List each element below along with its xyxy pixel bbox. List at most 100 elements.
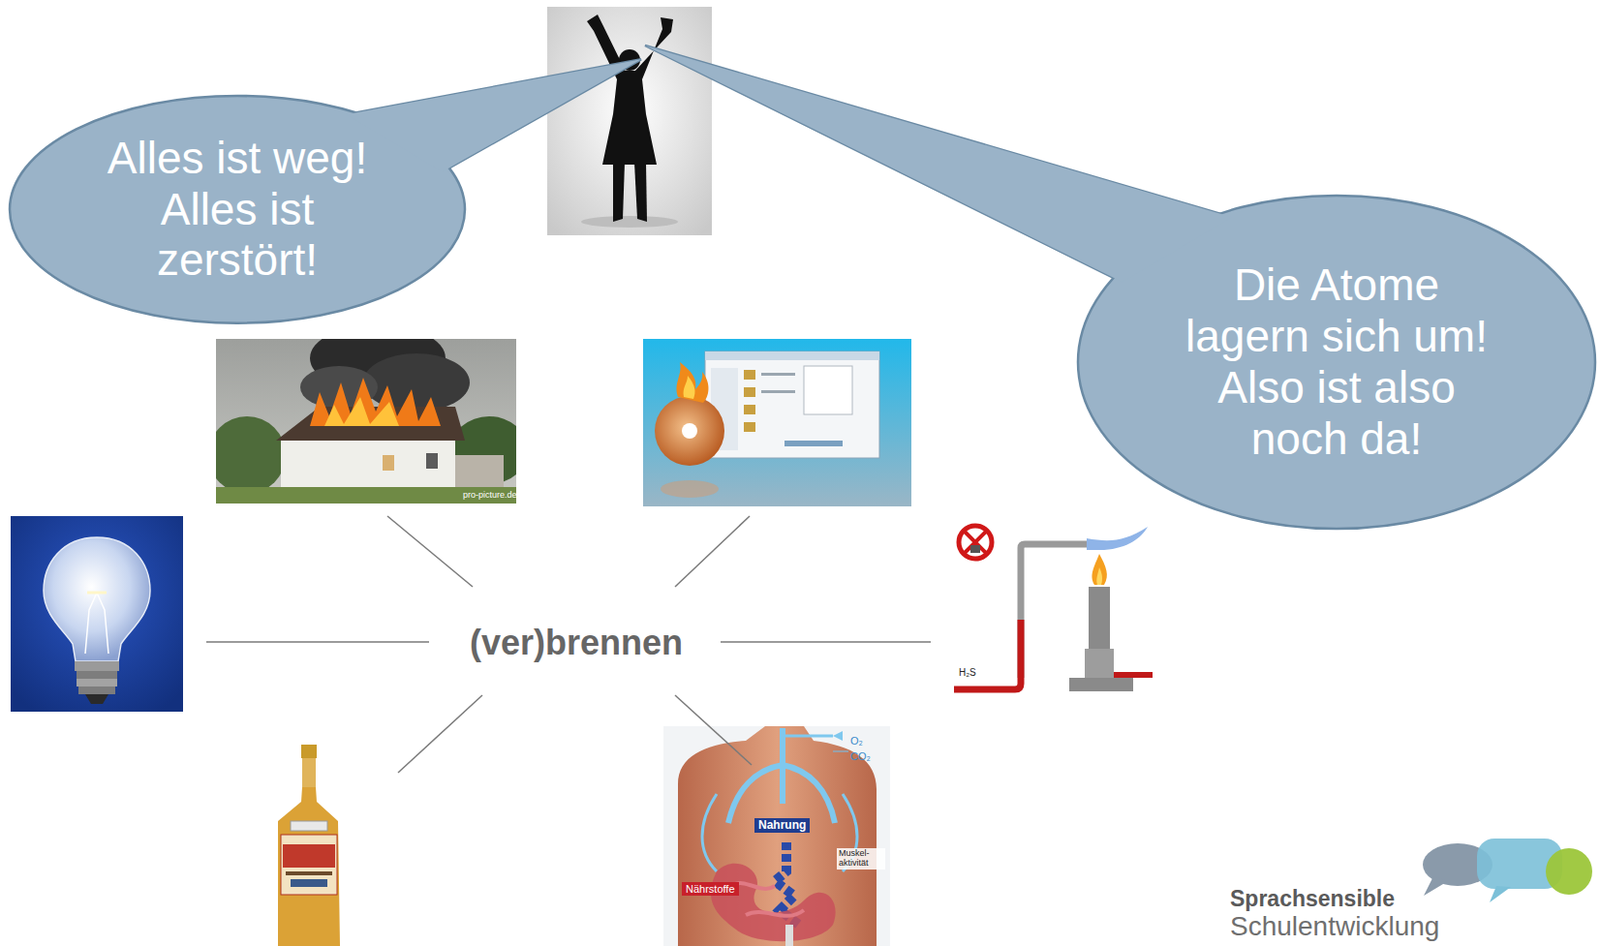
cd-burning-screenshot-part bbox=[705, 351, 880, 361]
silhouette-figure-part bbox=[547, 6, 712, 236]
cd-burning-screenshot-part bbox=[643, 338, 912, 507]
bunsen-burner-diagram-part bbox=[1069, 677, 1134, 692]
logo-icons-part bbox=[1545, 848, 1593, 895]
cd-burning-screenshot-part bbox=[761, 372, 796, 376]
house-fire-photo-part bbox=[280, 440, 456, 490]
cd-burning-screenshot-part bbox=[761, 390, 796, 394]
house-fire-photo-part bbox=[215, 487, 517, 504]
leader-line bbox=[675, 516, 750, 587]
house-fire-photo-part bbox=[455, 455, 504, 490]
leader-line bbox=[206, 641, 430, 644]
house-fire-photo-part bbox=[382, 455, 395, 471]
human-body-illustration-part bbox=[702, 794, 858, 872]
watermark: pro-picture.de bbox=[462, 491, 518, 501]
human-body-illustration-part bbox=[663, 726, 891, 946]
light-bulb-photo-part bbox=[76, 678, 118, 687]
human-body-illustration-part bbox=[731, 883, 804, 917]
leader-line bbox=[720, 641, 931, 644]
bubble-tail-join bbox=[346, 59, 642, 172]
bunsen-burner-diagram bbox=[953, 525, 1153, 692]
logo-icons bbox=[1422, 838, 1593, 903]
human-body-illustration bbox=[663, 726, 891, 946]
cd-burning-screenshot-part bbox=[705, 351, 880, 459]
cd-burning-screenshot-part bbox=[654, 396, 725, 466]
liquor-bottle-photo-part bbox=[282, 844, 336, 868]
cd-burning-screenshot bbox=[643, 338, 912, 507]
liquor-bottle-photo-part bbox=[290, 879, 328, 888]
logo-icons-part bbox=[1489, 886, 1511, 903]
liquor-bottle-photo-part bbox=[290, 821, 328, 831]
bunsen-burner-diagram-part bbox=[1020, 544, 1087, 678]
cd-burning-screenshot-part bbox=[784, 440, 843, 447]
cd-burning-screenshot-part bbox=[803, 366, 853, 415]
bunsen-burner-diagram-part bbox=[1088, 586, 1110, 649]
bunsen-burner-diagram-part bbox=[1084, 648, 1114, 678]
leader-line bbox=[675, 695, 752, 766]
human-body-illustration-part bbox=[832, 750, 849, 753]
light-bulb-photo-part bbox=[85, 694, 109, 705]
logo-text: Sprachsensible bbox=[1230, 887, 1395, 912]
cd-burning-screenshot-part bbox=[676, 362, 709, 403]
bubble-text: Alles ist weg! Alles ist zerstört! bbox=[87, 132, 388, 287]
human-body-illustration-part bbox=[710, 863, 836, 942]
bunsen-burner-diagram-part bbox=[964, 531, 986, 554]
speech-text: Alles ist weg! Alles ist zerstört! bbox=[87, 132, 388, 287]
light-bulb-photo-part bbox=[74, 661, 120, 672]
speech-bubble: Alles ist weg! Alles ist zerstört! bbox=[7, 93, 467, 326]
light-bulb-photo bbox=[10, 516, 184, 712]
leader-lines bbox=[206, 516, 931, 773]
light-bulb-photo-part bbox=[76, 671, 118, 679]
house-fire-photo-part bbox=[309, 377, 441, 427]
house-fire-photo-part bbox=[426, 453, 438, 469]
liquor-bottle-photo-part bbox=[301, 744, 317, 759]
liquor-bottle-photo-part bbox=[280, 834, 338, 895]
logo-text: Schulentwicklung bbox=[1230, 912, 1440, 943]
light-bulb-photo-part bbox=[78, 686, 116, 695]
cd-burning-screenshot-part bbox=[743, 422, 756, 432]
house-fire-photo-part bbox=[324, 397, 400, 427]
human-body-illustration-part bbox=[785, 924, 794, 946]
bunsen-burner-diagram-part bbox=[1113, 672, 1153, 678]
bubble-text: Die Atome lagern sich um! Also ist also … bbox=[1176, 259, 1497, 465]
bunsen-burner-diagram-part bbox=[1096, 567, 1103, 585]
organ-label: CO₂ bbox=[850, 750, 871, 763]
liquor-bottle-photo-part bbox=[277, 787, 340, 946]
cd-burning-screenshot-part bbox=[681, 423, 698, 439]
bunsen-burner-diagram-part bbox=[1086, 526, 1148, 551]
bunsen-burner-diagram-part bbox=[1091, 553, 1107, 585]
house-fire-photo-part bbox=[215, 416, 286, 494]
human-body-illustration-part bbox=[832, 731, 843, 741]
silhouette-figure bbox=[547, 6, 712, 236]
bunsen-burner-diagram-part bbox=[953, 619, 1021, 690]
cd-burning-screenshot-part bbox=[743, 387, 756, 398]
light-bulb-photo-part bbox=[85, 592, 109, 654]
bunsen-burner-diagram-part bbox=[958, 525, 992, 559]
gas-label: O₂ bbox=[850, 735, 863, 747]
cd-burning-screenshot-part bbox=[660, 480, 719, 498]
organ-label: Muskel- aktivität bbox=[836, 848, 886, 870]
light-bulb-photo-part bbox=[10, 516, 184, 712]
organ-label: Nahrung bbox=[754, 818, 810, 833]
silhouette-figure-part bbox=[634, 162, 647, 222]
bubble-tail-join bbox=[645, 45, 1232, 282]
organ-label: Nährstoffe bbox=[681, 882, 739, 896]
light-bulb-photo-part bbox=[43, 537, 151, 662]
leader-line bbox=[387, 516, 473, 587]
house-fire-photo-part bbox=[363, 353, 470, 412]
leader-line bbox=[398, 695, 483, 773]
human-body-illustration-part bbox=[782, 735, 833, 739]
silhouette-figure-part bbox=[602, 70, 657, 165]
speech-text: Die Atome lagern sich um! Also ist also … bbox=[1176, 259, 1497, 465]
gas-label: H₂S bbox=[958, 667, 977, 678]
speech-bubble: Die Atome lagern sich um! Also ist also … bbox=[1076, 193, 1598, 531]
cd-burning-screenshot-part bbox=[743, 369, 756, 380]
bunsen-burner-diagram-part bbox=[970, 545, 981, 554]
silhouette-figure-part bbox=[581, 215, 678, 228]
light-bulb-photo-part bbox=[87, 591, 107, 595]
human-body-illustration-part bbox=[728, 728, 835, 824]
liquor-bottle-photo-part bbox=[285, 871, 333, 876]
keyword-label: (ver)brennen bbox=[469, 623, 683, 663]
human-body-illustration-part bbox=[677, 726, 877, 946]
bubble-tail bbox=[645, 45, 1232, 282]
